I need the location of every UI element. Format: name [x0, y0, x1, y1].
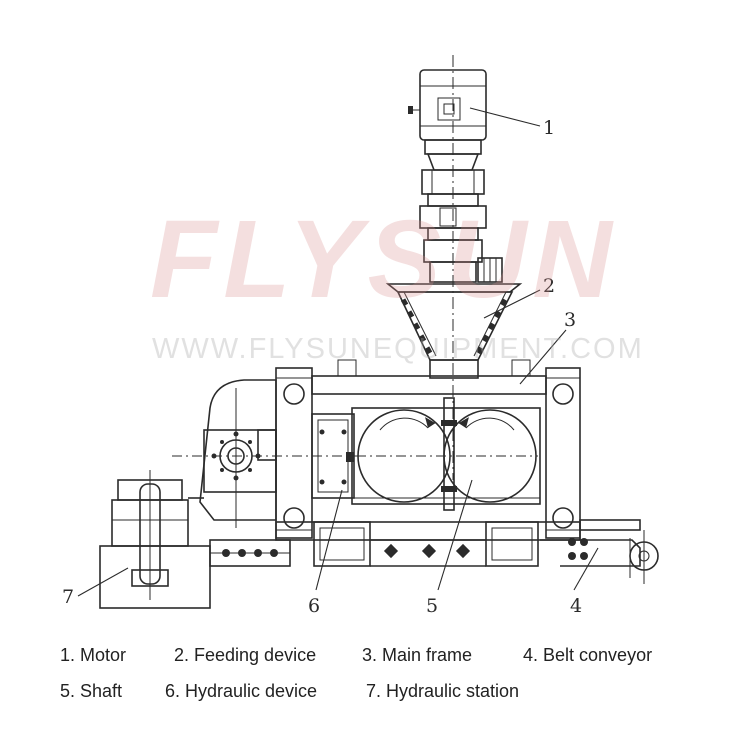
legend-item-hydraulic-device: 6. Hydraulic device — [165, 681, 318, 701]
belt-conveyor — [485, 519, 659, 584]
main-frame — [275, 359, 581, 541]
hydraulic-station — [99, 470, 211, 609]
callout-3: 3 — [564, 309, 576, 331]
roller-assembly — [351, 397, 541, 511]
legend-item-belt-conveyor: 4. Belt conveyor — [523, 645, 653, 665]
callout-numbers: 1 2 3 4 5 6 7 — [62, 117, 582, 617]
feeding-device — [385, 283, 523, 379]
callout-4: 4 — [570, 595, 582, 617]
legend-item-feeding-device: 2. Feeding device — [174, 645, 317, 665]
base-frame — [209, 521, 486, 567]
legend-item-main-frame: 3. Main frame — [362, 645, 473, 665]
callout-7: 7 — [62, 586, 74, 608]
gearbox — [172, 379, 356, 528]
callout-leaders — [77, 107, 599, 597]
motor — [408, 55, 503, 480]
legend-item-hydraulic-station: 7. Hydraulic station — [366, 681, 520, 701]
callout-5: 5 — [426, 595, 438, 617]
callout-6: 6 — [308, 595, 320, 617]
callout-2: 2 — [543, 275, 555, 297]
legend-item-motor: 1. Motor — [60, 645, 127, 665]
callout-1: 1 — [543, 117, 555, 139]
legend-item-shaft: 5. Shaft — [60, 681, 123, 701]
